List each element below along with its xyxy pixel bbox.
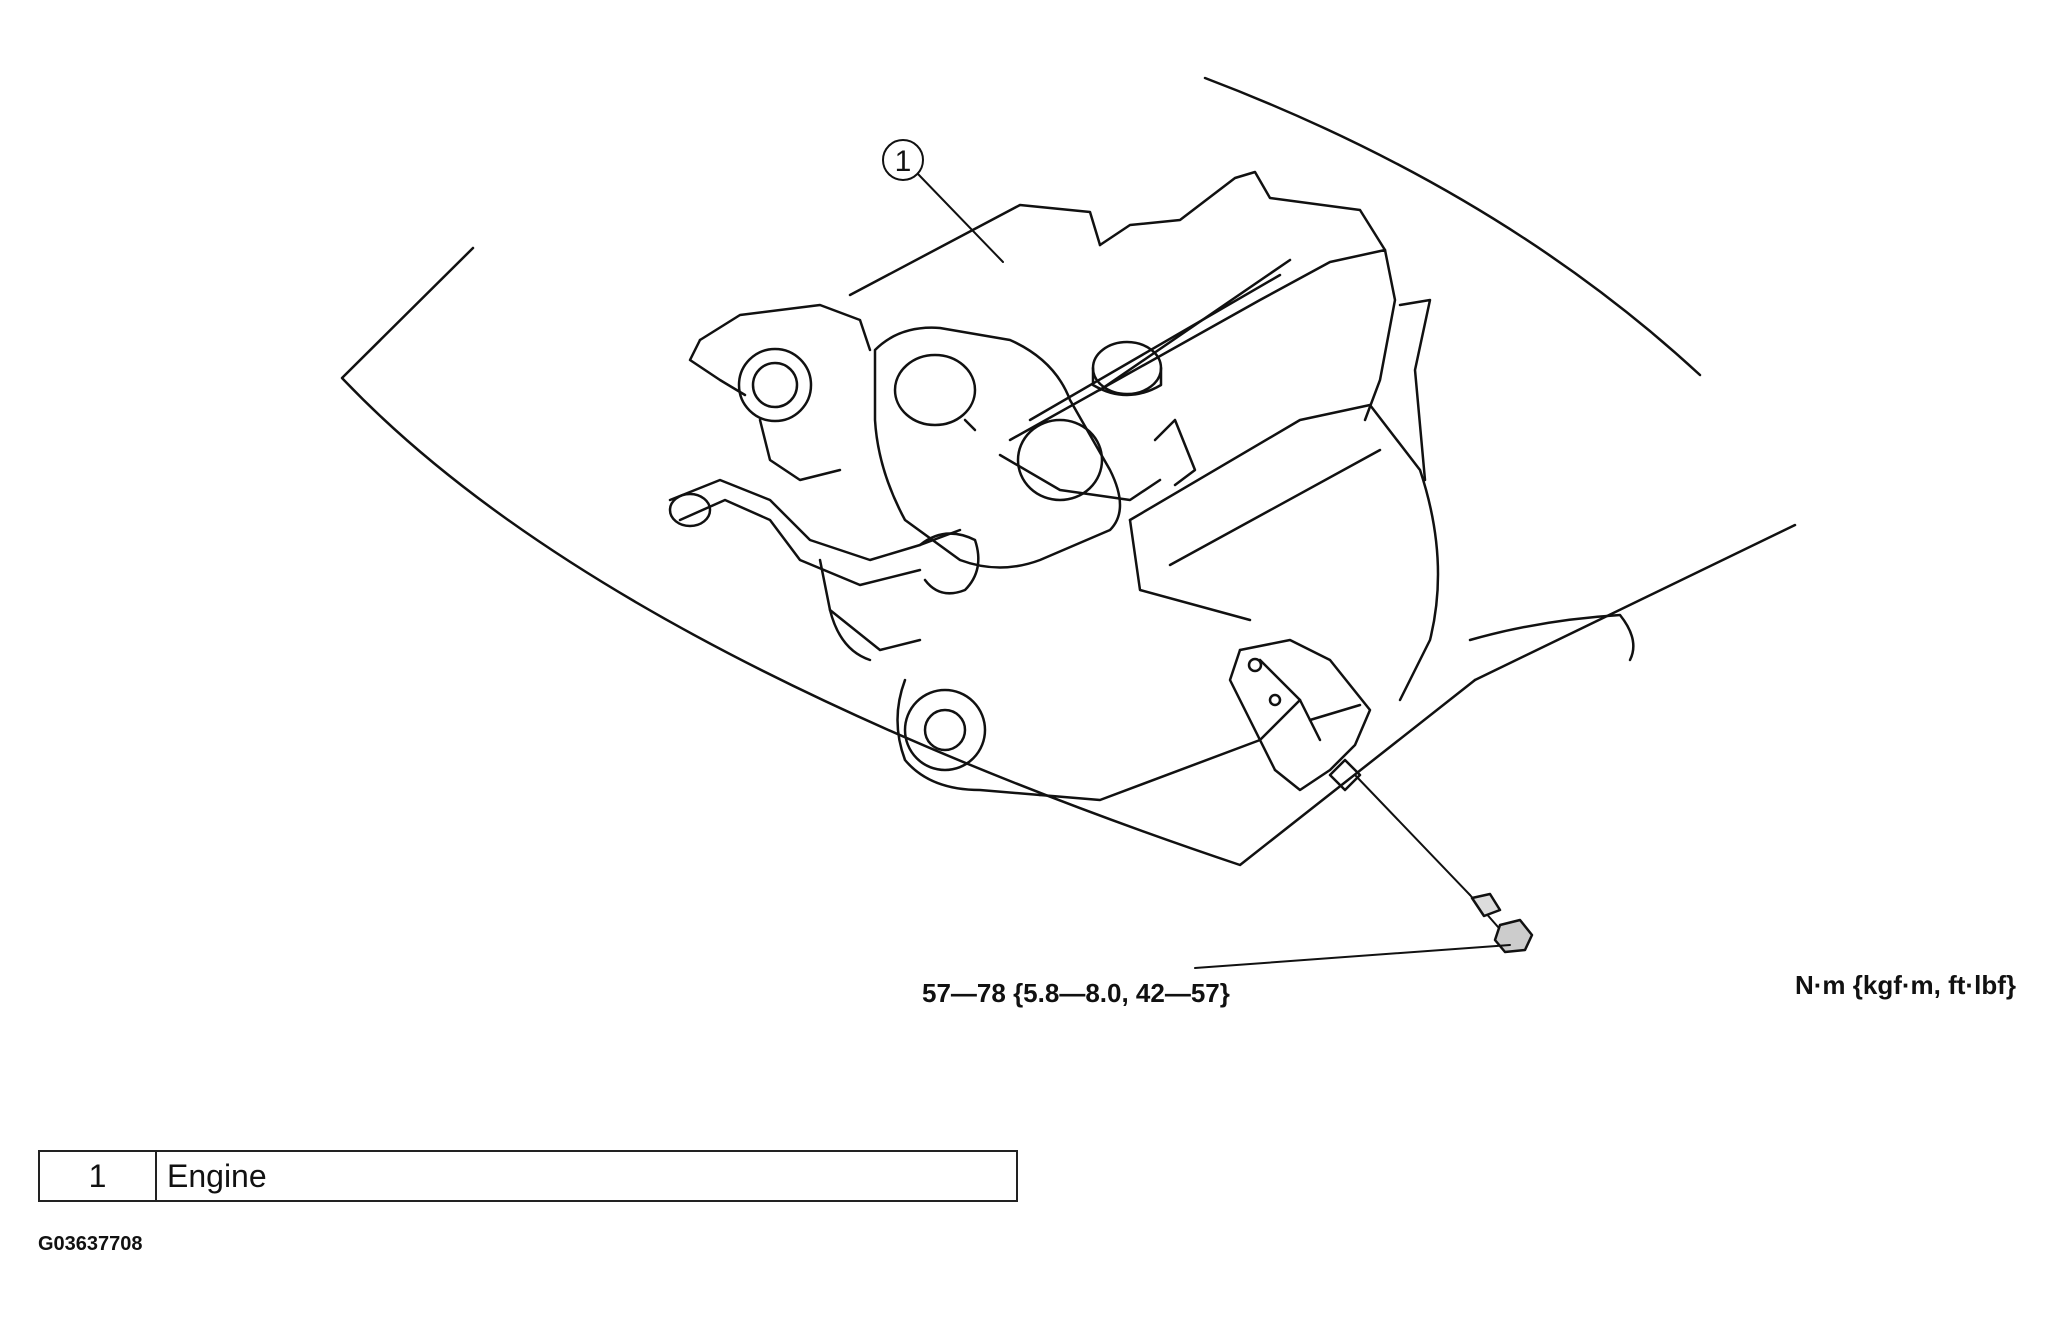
engine-mount-bracket — [1228, 638, 1372, 792]
mount-nut-assembly — [1354, 774, 1534, 954]
engine-block — [668, 170, 1440, 802]
torque-leader-line — [1194, 944, 1511, 969]
callout-1: 1 — [882, 139, 1004, 263]
torque-spec-label: 57—78 {5.8—8.0, 42—57} — [922, 978, 1230, 1008]
legend-label: Engine — [155, 1150, 1018, 1202]
legend-number: 1 — [38, 1150, 157, 1202]
legend-row: 1 Engine — [38, 1150, 1018, 1202]
torque-units-label: N·m {kgf·m, ft·lbf} — [1795, 970, 2016, 1000]
figure-id: G03637708 — [38, 1233, 143, 1255]
legend-table: 1 Engine — [38, 1150, 1018, 1202]
vehicle-body-outline — [340, 76, 1797, 867]
callout-number: 1 — [895, 145, 912, 178]
